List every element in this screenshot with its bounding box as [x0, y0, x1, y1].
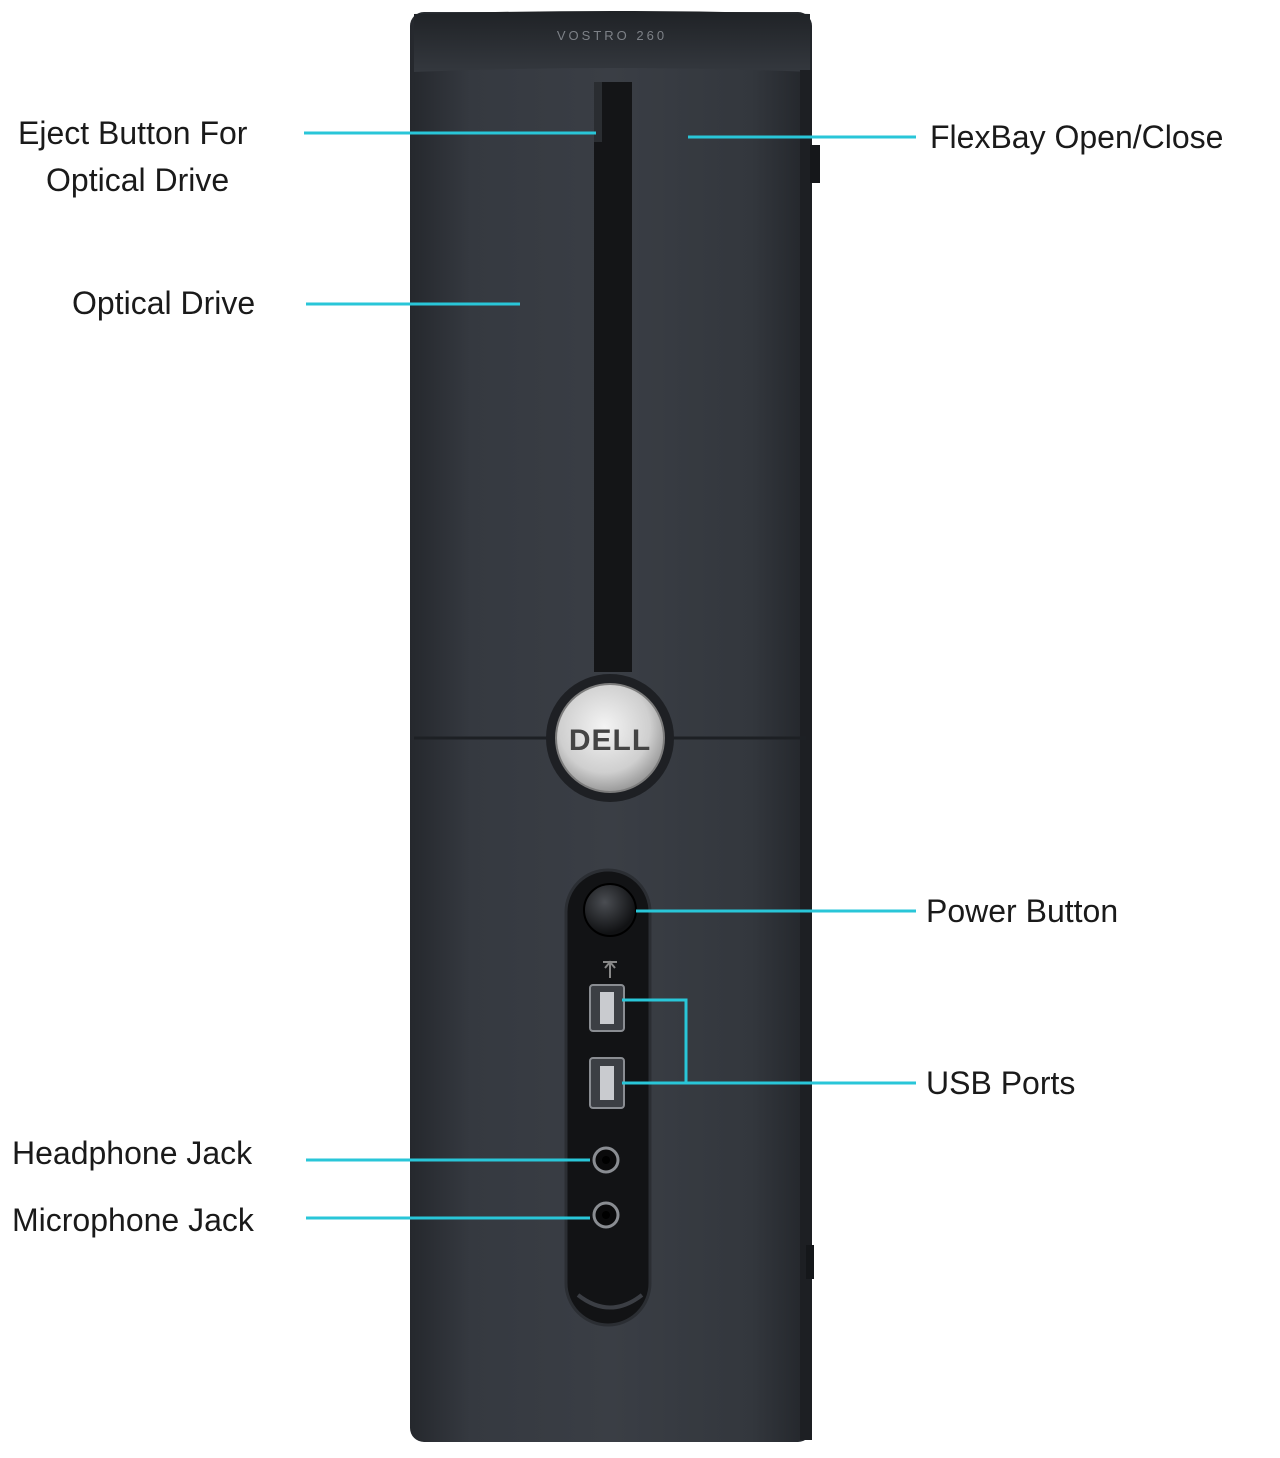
dell-logo-badge [555, 683, 665, 793]
eject-button-strip [594, 82, 602, 142]
usb-symbol [603, 960, 617, 978]
case-notch-top [810, 145, 820, 183]
label-optical-drive: Optical Drive [72, 285, 256, 321]
label-usb-ports: USB Ports [926, 1065, 1076, 1101]
case-side-edge [800, 70, 812, 1440]
label-flexbay: FlexBay Open/Close [930, 119, 1224, 155]
label-eject-button-line2: Optical Drive [46, 162, 230, 198]
label-eject-button-line1: Eject Button For [18, 115, 248, 151]
label-microphone-jack: Microphone Jack [12, 1202, 254, 1238]
model-name-text: VOSTRO 260 [557, 28, 667, 43]
case-top-cap [414, 11, 810, 72]
label-headphone-jack: Headphone Jack [12, 1135, 253, 1171]
optical-drive-slot [594, 82, 632, 672]
io-panel-bottom-accent [576, 1293, 644, 1310]
case-notch-bottom [806, 1245, 814, 1279]
dell-logo-text: DELL [569, 724, 651, 757]
callout-line-usb-1 [622, 998, 688, 1083]
usb-port-2-tongue [600, 1066, 614, 1100]
label-power-button: Power Button [926, 893, 1119, 929]
microphone-jack-core [602, 1211, 610, 1219]
usb-port-1-tongue [600, 992, 614, 1024]
power-button [583, 883, 637, 937]
callout-lines [304, 131, 916, 1220]
headphone-jack-core [602, 1156, 610, 1164]
